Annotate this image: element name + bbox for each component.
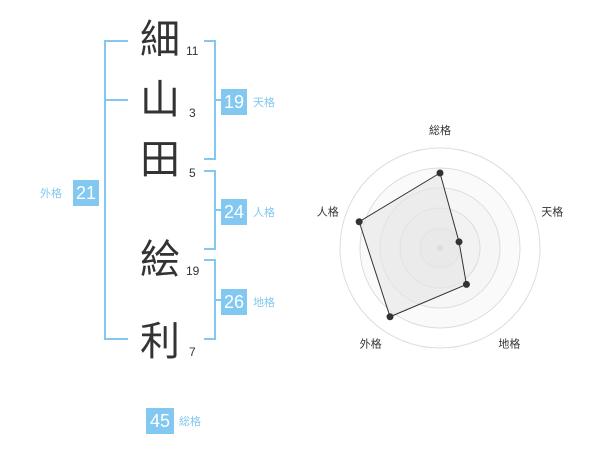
soukaku-value: 45 — [146, 408, 174, 434]
bracket-divider — [104, 99, 128, 101]
gaikaku-label: 外格 — [40, 187, 62, 200]
gaikaku-value: 21 — [73, 180, 99, 206]
radar-axis-label-1: 総格 — [429, 123, 451, 137]
tenkaku-label: 天格 — [253, 96, 275, 109]
jinkaku-value: 24 — [221, 199, 247, 225]
radar-data-points — [355, 169, 470, 321]
stroke-count-4: 19 — [186, 264, 200, 278]
tenkaku-value: 19 — [221, 89, 247, 115]
tenkaku-tick — [214, 99, 222, 101]
stroke-count-1: 11 — [186, 44, 199, 58]
radar-point-2 — [455, 238, 463, 246]
radar-point-1 — [436, 169, 444, 177]
radar-data-area — [358, 172, 468, 318]
name-char-4: 絵 — [140, 237, 180, 283]
name-char-3: 田 — [140, 137, 180, 183]
jinkaku-tick — [214, 209, 222, 211]
stroke-count-3: 5 — [189, 166, 196, 180]
radar-point-5 — [355, 218, 363, 226]
jinkaku-label: 人格 — [253, 206, 275, 219]
name-char-2: 山 — [140, 77, 180, 123]
soukaku-label: 総格 — [179, 415, 201, 428]
stroke-count-2: 3 — [189, 106, 196, 120]
radar-axis-label-5: 人格 — [317, 205, 339, 219]
name-char-1: 細 — [140, 17, 180, 63]
radar-point-4 — [386, 313, 394, 321]
gaikaku-bracket — [104, 40, 128, 340]
radar-axis-label-2: 天格 — [541, 205, 563, 219]
radar-axis-label-3: 地格 — [498, 336, 520, 350]
chikaku-value: 26 — [221, 289, 247, 315]
chikaku-label: 地格 — [253, 296, 275, 309]
radar-axis-label-4: 外格 — [360, 336, 382, 350]
stroke-count-5: 7 — [189, 345, 196, 359]
radar-point-3 — [462, 280, 470, 288]
name-char-5: 利 — [140, 319, 180, 365]
chikaku-tick — [214, 299, 222, 301]
